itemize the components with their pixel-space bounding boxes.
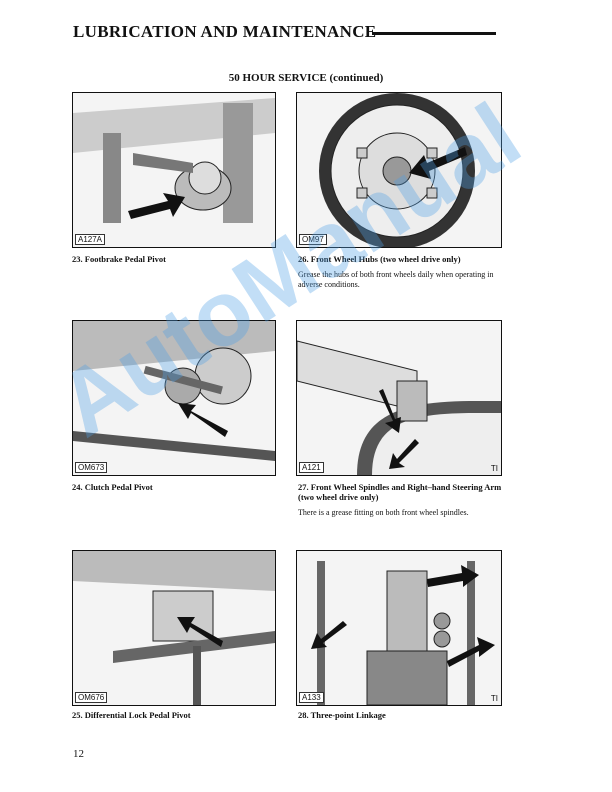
figure-diff-lock-pivot: OM676 [72,550,276,706]
figure-three-point-linkage: A133 TI [296,550,502,706]
page-number: 12 [73,748,84,760]
clutch-illustration [73,321,275,475]
figure-caption: 23. Footbrake Pedal Pivot [72,254,166,264]
figure-mark: TI [490,694,498,703]
spindle-illustration [297,321,501,475]
figure-caption: 27. Front Wheel Spindles and Right–hand … [298,482,502,502]
page-header: LUBRICATION AND MAINTENANCE [73,22,377,41]
figure-caption: 24. Clutch Pedal Pivot [72,482,153,492]
figure-code: A127A [75,234,106,245]
figure-text: There is a grease fitting on both front … [298,508,469,517]
figure-mark: TI [490,464,498,473]
figure-text: Grease the hubs of both front wheels dai… [298,270,494,289]
figure-code: OM97 [299,234,327,245]
section-title: 50 HOUR SERVICE (continued) [228,72,384,84]
footbrake-illustration [73,93,275,247]
header-rule [372,32,496,35]
figure-code: A133 [299,692,324,703]
figure-code: OM673 [75,462,108,473]
figure-footbrake-pivot: A127A [72,92,276,248]
figure-front-wheel-hubs: OM97 [296,92,502,248]
diff-lock-illustration [73,551,275,705]
figure-caption: 26. Front Wheel Hubs (two wheel drive on… [298,254,461,264]
figure-front-wheel-spindles: A121 TI [296,320,502,476]
figure-caption: 28. Three-point Linkage [298,710,386,720]
figure-code: OM676 [75,692,108,703]
figure-clutch-pivot: OM673 [72,320,276,476]
figure-caption: 25. Differential Lock Pedal Pivot [72,710,191,720]
linkage-illustration [297,551,501,705]
wheel-hub-illustration [297,93,501,247]
figure-code: A121 [299,462,324,473]
